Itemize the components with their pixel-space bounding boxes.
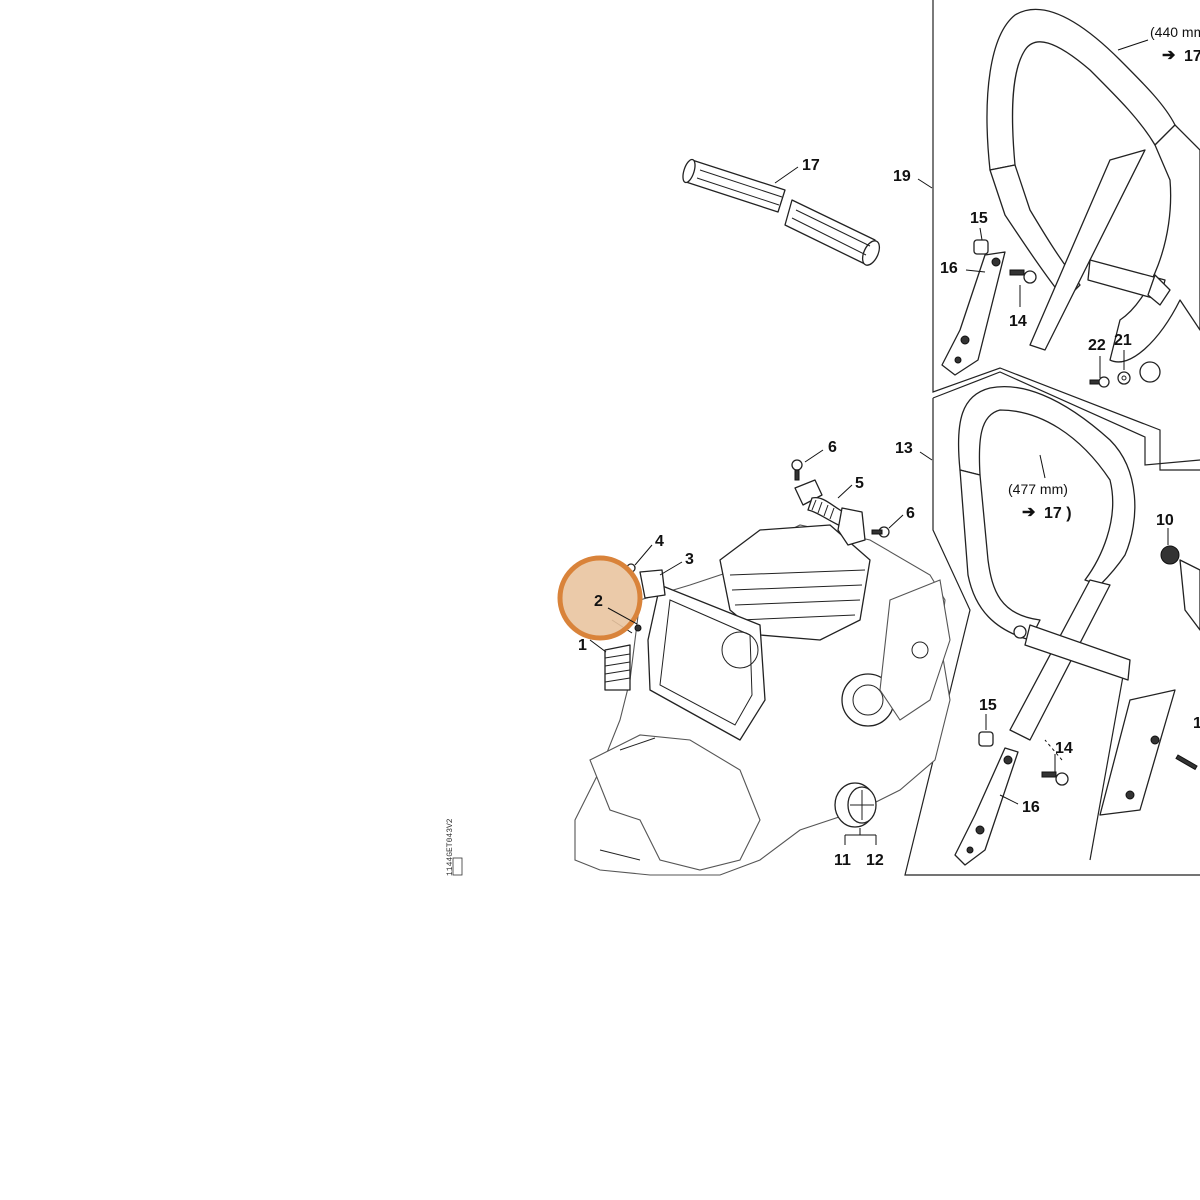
handlebar-frame-13: [932, 371, 1200, 466]
highlight-circle[interactable]: [557, 555, 643, 641]
label-15-top: 15: [970, 210, 988, 227]
label-16-bottom: 16: [1022, 799, 1040, 816]
label-1: 1: [578, 637, 587, 654]
measurement-long-bar: (477 mm) ➔ 17 ): [1008, 481, 1072, 522]
screw-14-bottom: [1041, 771, 1069, 786]
handlebar-13: [957, 385, 1136, 741]
av-spring-1: [604, 644, 631, 691]
bracket-right-edge: [1099, 689, 1198, 816]
measurement-long-ref: 17 ): [1044, 505, 1072, 522]
label-6-top: 6: [828, 439, 837, 456]
label-3: 3: [685, 551, 694, 568]
label-22: 22: [1088, 337, 1106, 354]
label-12: 12: [866, 852, 884, 869]
part-10: [1160, 545, 1200, 631]
measurement-short-ref: 17: [1184, 48, 1200, 65]
label-5: 5: [855, 475, 864, 492]
label-19: 19: [893, 168, 911, 185]
plug-11-12: [834, 782, 877, 828]
sleeve-15-bottom: [978, 731, 994, 747]
sleeve-15-top: [973, 239, 989, 255]
washer-21: [1117, 371, 1131, 385]
chainsaw-body: [574, 524, 951, 876]
screw-6-top: [791, 459, 803, 481]
label-14-bottom: 14: [1055, 740, 1073, 757]
handlebar-frame-13-left: [904, 398, 1200, 876]
handlebar-frame-19: [932, 0, 1200, 471]
label-15-bottom: 15: [979, 697, 997, 714]
grip-tube-17: [682, 158, 881, 266]
leader-lines: [589, 39, 1169, 845]
measurement-short-arrow: ➔: [1162, 47, 1176, 64]
drawing-code-box: [452, 857, 463, 876]
label-10: 10: [1156, 512, 1174, 529]
label-13: 13: [895, 440, 913, 457]
frame-divider: [1089, 664, 1126, 861]
label-4: 4: [655, 533, 664, 550]
label-17: 17: [802, 157, 820, 174]
measurement-short-bar: (440 mm ➔ 17: [1150, 24, 1200, 65]
drawing-code: 1144GET043V2: [446, 818, 455, 876]
highlight-marker[interactable]: 2: [557, 555, 643, 641]
screw-14-top: [1009, 269, 1037, 284]
measurement-long-arrow: ➔: [1022, 504, 1036, 521]
bracket-16-top: [941, 251, 1006, 376]
drawing-code-text: 1144GET043V2: [446, 818, 455, 876]
screw-22: [1089, 376, 1110, 388]
measurement-long-length: (477 mm): [1008, 481, 1068, 497]
label-21: 21: [1114, 332, 1132, 349]
bracket-16-bottom: [954, 747, 1019, 866]
part-labels: 17 19 15 16 14 22 21 13 6 5 6 10 4 3 1 1…: [578, 157, 1200, 869]
av-spring-5: [794, 479, 866, 546]
label-6-right: 6: [906, 505, 915, 522]
stop-3: [639, 569, 666, 599]
highlight-label: 2: [594, 593, 603, 610]
label-edge-1: 1: [1193, 715, 1200, 732]
label-14-top: 14: [1009, 313, 1027, 330]
label-11: 11: [834, 852, 851, 869]
measurement-short-length: (440 mm: [1150, 24, 1200, 40]
label-16-top: 16: [940, 260, 958, 277]
handlebar-19: [986, 8, 1200, 383]
screw-6-right: [871, 526, 890, 538]
